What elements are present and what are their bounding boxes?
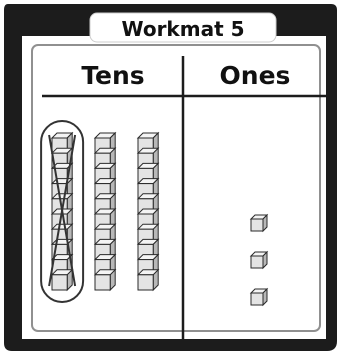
title-tab xyxy=(89,12,277,43)
ones-cube xyxy=(249,287,269,307)
cube-front-face xyxy=(94,274,111,291)
cube-front-face xyxy=(137,274,154,291)
regroup-circle-mark xyxy=(40,120,85,303)
unit-cube xyxy=(93,268,117,292)
ones-cube xyxy=(249,250,269,270)
column-heading-tens: Tens xyxy=(81,61,144,90)
cube-front-face xyxy=(250,292,264,306)
ones-cube xyxy=(249,213,269,233)
cube-front-face xyxy=(250,255,264,269)
column-heading-ones: Ones xyxy=(220,61,291,90)
workmat-title: Workmat 5 xyxy=(121,17,244,41)
ones-blocks-area xyxy=(249,213,269,307)
unit-cube xyxy=(50,268,74,292)
unit-cube xyxy=(136,268,160,292)
tens-rod xyxy=(93,131,117,292)
cross-out-mark xyxy=(48,134,77,287)
tens-rod xyxy=(136,131,160,292)
workmat-inner-border xyxy=(31,44,321,332)
tens-blocks-area xyxy=(40,120,160,303)
cube-front-face xyxy=(250,218,264,232)
tens-rod xyxy=(50,131,74,292)
cube-front-face xyxy=(51,274,68,291)
